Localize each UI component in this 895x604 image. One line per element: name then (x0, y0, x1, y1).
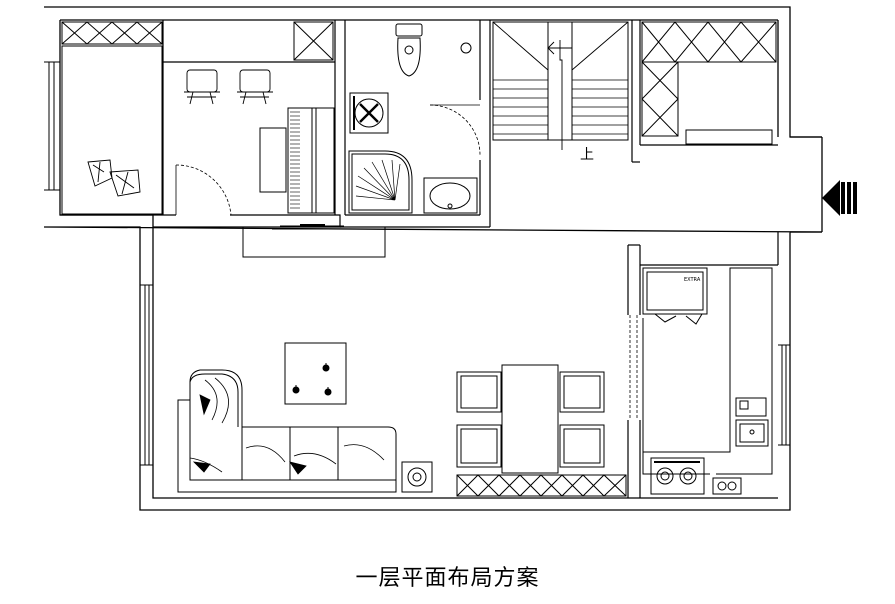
refrigerator-icon (642, 267, 708, 325)
stair-arrow-icon (547, 40, 572, 150)
dining-chairs (456, 371, 605, 468)
dining-table (501, 364, 559, 474)
faucet-icon (735, 397, 769, 447)
sink-icon (423, 177, 478, 214)
washing-machine-icon (349, 92, 389, 134)
kitchen-counter (642, 267, 773, 475)
kitchen-window (778, 344, 790, 446)
refrigerator-label: EXTRA (684, 277, 701, 283)
exterior-walls (43, 6, 823, 511)
bathroom-door (429, 104, 481, 156)
tv-cabinet (242, 224, 386, 258)
stair-up-label: 上 (580, 147, 594, 163)
plan-caption: 一层平面布局方案 (355, 566, 540, 591)
bed (61, 45, 163, 215)
cushion-icon (189, 377, 385, 475)
pillow-icon (87, 159, 141, 197)
bottom-cabinet (456, 474, 627, 497)
appliance-knobs-icon (712, 477, 742, 495)
floor-lamp-icon (401, 461, 433, 493)
piano-keys (290, 111, 300, 209)
bedroom-window (44, 61, 60, 191)
stove-burner-icon (650, 457, 705, 495)
toilet-icon (395, 23, 472, 77)
storage-cabinets (641, 21, 777, 145)
chair-icon (184, 69, 273, 105)
living-window (140, 284, 153, 466)
stair-treads (493, 79, 628, 135)
staircase (492, 21, 629, 141)
sofa (177, 369, 397, 493)
entry-arrow-icon (822, 180, 857, 216)
study-cabinet (293, 21, 334, 61)
kitchen-door (629, 315, 638, 420)
bedroom-wardrobe (61, 21, 163, 45)
piano (287, 107, 335, 214)
bedroom-door (175, 164, 232, 216)
shower-icon (348, 150, 413, 214)
coffee-table (284, 342, 347, 405)
piano-bench (259, 127, 287, 193)
coffee-table-objects (292, 363, 332, 396)
